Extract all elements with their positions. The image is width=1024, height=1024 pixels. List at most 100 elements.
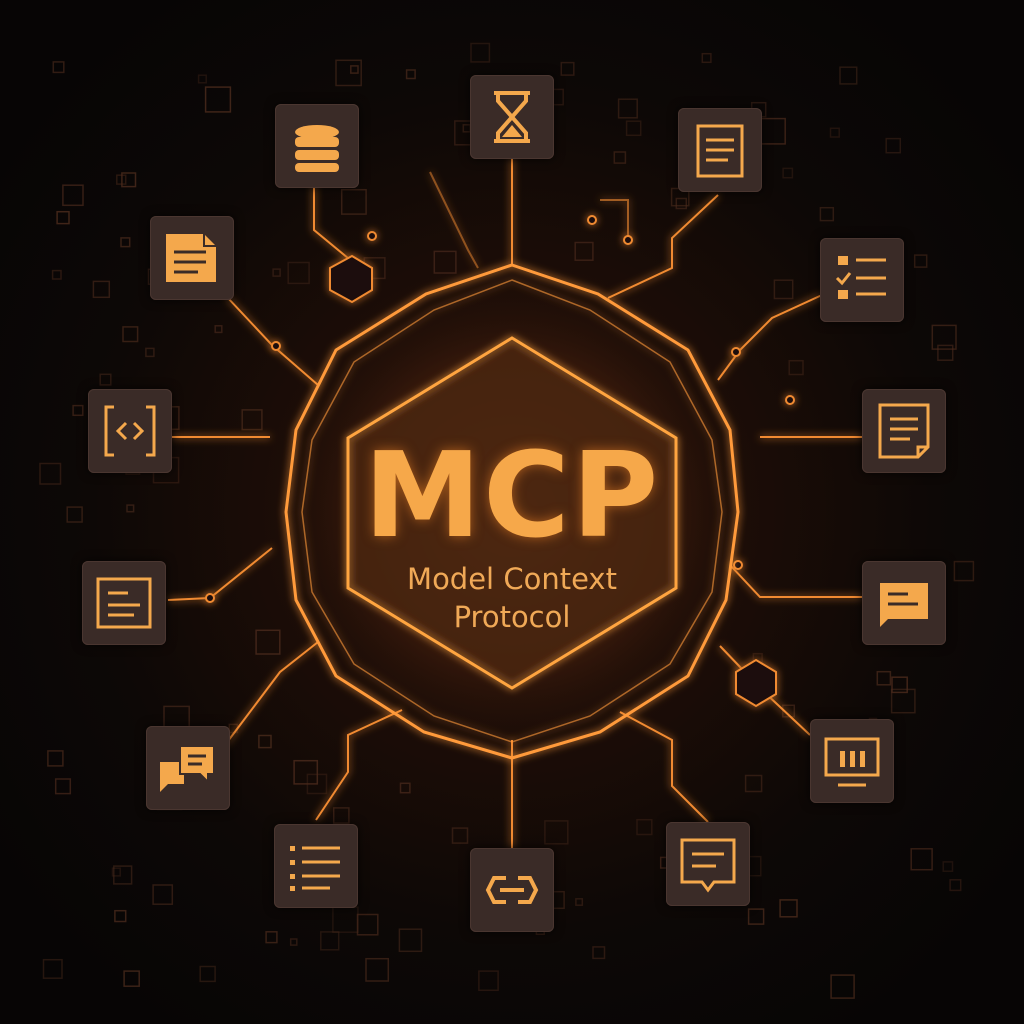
particle-square	[779, 899, 798, 918]
link-icon	[485, 876, 539, 904]
particle-square	[39, 462, 62, 485]
monitor-tile	[810, 719, 894, 803]
particle-square	[942, 861, 954, 872]
code-tile	[88, 389, 172, 473]
particle-square	[52, 61, 65, 74]
particle-square	[675, 197, 688, 210]
link-tile	[470, 848, 554, 932]
particle-square	[99, 373, 112, 386]
particle-square	[111, 867, 121, 877]
hub-octagon	[346, 336, 678, 690]
particle-square	[773, 279, 794, 300]
particle-square	[478, 970, 499, 992]
particle-square	[92, 280, 111, 299]
hub-ring	[284, 263, 740, 760]
particle-square	[204, 86, 232, 113]
particle-square	[949, 879, 962, 892]
connector-nodes	[205, 215, 795, 708]
chat-document-tile	[666, 822, 750, 906]
monitor-chart-icon	[824, 737, 880, 787]
particle-square	[42, 958, 63, 979]
checklist-icon	[835, 256, 886, 299]
background-particles	[39, 42, 975, 999]
database-icon	[295, 125, 339, 172]
particle-square	[152, 884, 174, 905]
particle-square	[636, 818, 653, 836]
particle-square	[451, 827, 469, 844]
particle-square	[116, 174, 127, 185]
particle-square	[51, 269, 62, 280]
particle-square	[470, 42, 491, 63]
particle-square	[575, 898, 584, 906]
checklist-tile	[820, 238, 904, 322]
particle-square	[114, 909, 127, 923]
particle-square	[433, 250, 457, 274]
particle-square	[544, 820, 569, 845]
particle-square	[214, 325, 223, 334]
particle-square	[113, 865, 133, 885]
particle-square	[56, 210, 70, 225]
particle-square	[332, 906, 359, 933]
particle-square	[891, 676, 908, 694]
connector-lines	[167, 158, 862, 848]
particle-square	[199, 965, 216, 983]
message-tile	[862, 561, 946, 645]
notes-icon	[878, 403, 930, 459]
particle-square	[54, 778, 72, 795]
particle-square	[613, 151, 627, 164]
list-icon	[290, 846, 340, 891]
hourglass-icon	[494, 91, 530, 143]
hub-subtitle: Model Context Protocol	[407, 562, 617, 634]
particle-square	[126, 504, 135, 513]
particle-square	[910, 848, 933, 871]
particle-square	[398, 928, 423, 953]
notes-tile	[862, 389, 946, 473]
particle-square	[931, 324, 957, 350]
particle-square	[272, 268, 281, 277]
file-icon	[166, 234, 216, 282]
particle-square	[574, 241, 594, 261]
particle-square	[747, 908, 765, 925]
particle-square	[625, 120, 642, 137]
particle-square	[47, 750, 64, 767]
message-icon	[880, 583, 928, 627]
code-icon	[104, 405, 156, 457]
particle-square	[293, 759, 319, 785]
particle-square	[876, 670, 892, 686]
particle-square	[72, 404, 84, 417]
particle-square	[241, 409, 263, 431]
document-tile	[678, 108, 762, 192]
particle-square	[62, 184, 84, 207]
chat-bubbles-icon	[160, 745, 215, 792]
particle-square	[744, 774, 763, 793]
particle-square	[890, 688, 916, 714]
particle-square	[265, 931, 278, 944]
particle-square	[258, 734, 272, 749]
particle-square	[120, 237, 131, 248]
particle-square	[701, 52, 712, 64]
hub-title: MCP	[363, 426, 661, 564]
particle-square	[145, 347, 155, 358]
particle-square	[332, 807, 350, 824]
particle-square	[122, 326, 139, 343]
particle-square	[913, 254, 928, 268]
particle-square	[592, 946, 606, 960]
particle-square	[617, 98, 638, 119]
chat-bubbles-tile	[146, 726, 230, 810]
list-tile	[274, 824, 358, 908]
particle-square	[560, 61, 575, 76]
particle-square	[340, 188, 367, 215]
form-tile	[82, 561, 166, 645]
particle-square	[399, 782, 411, 794]
particle-square	[405, 69, 416, 80]
particle-square	[782, 167, 794, 179]
particle-square	[365, 957, 390, 982]
particle-square	[66, 506, 83, 523]
particle-square	[885, 137, 902, 154]
particle-square	[356, 913, 379, 936]
document-icon	[696, 124, 744, 178]
particle-square	[335, 59, 362, 87]
particle-square	[287, 261, 310, 285]
